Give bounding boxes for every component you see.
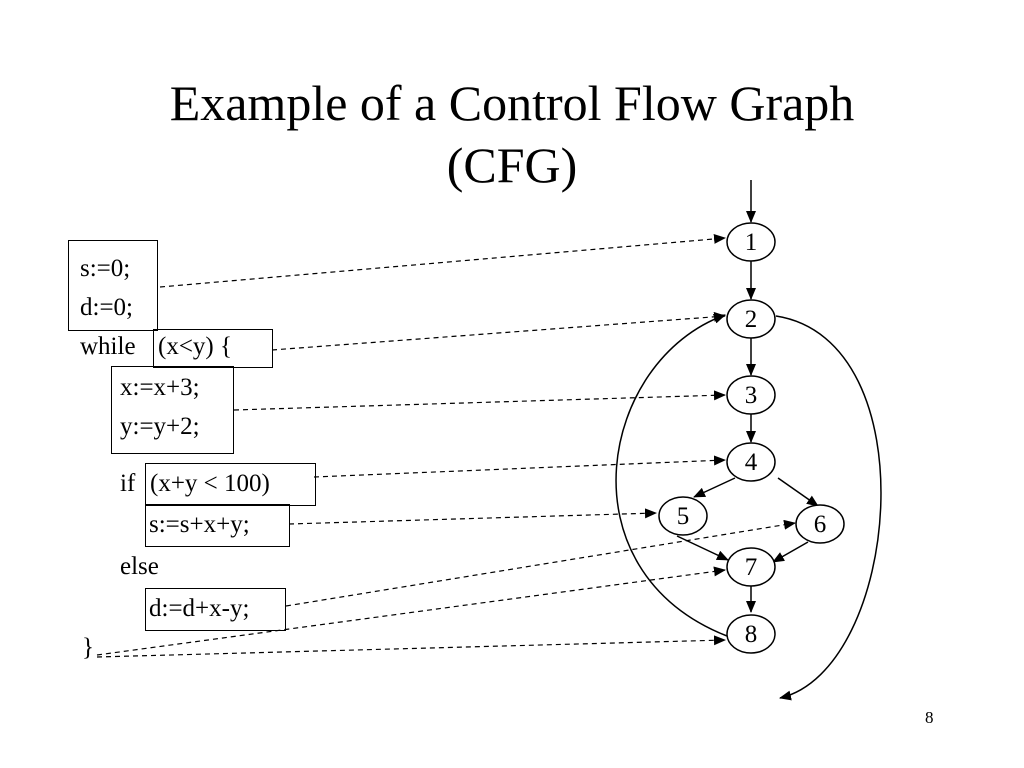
- cfg-node-4: [726, 442, 776, 482]
- cfg-node-8: [726, 614, 776, 654]
- cfg-node-8-label: 8: [745, 621, 758, 648]
- cfg-node-2: [726, 299, 776, 339]
- cfg-node-3: [726, 375, 776, 415]
- code-closing-brace: }: [82, 634, 94, 661]
- cfg-node-7-label: 7: [745, 554, 758, 581]
- while-condition-box: [153, 329, 273, 368]
- edge-5-7: [676, 535, 729, 561]
- mapping-brace-to-node-7: [96, 566, 726, 656]
- code-x-update: x:=x+3;: [120, 374, 200, 401]
- loop-body-assignments-box: [111, 366, 234, 454]
- then-branch-box: [145, 504, 290, 547]
- code-y-update: y:=y+2;: [120, 413, 200, 440]
- cfg-node-6: [795, 504, 845, 544]
- code-else-keyword: else: [120, 553, 159, 580]
- code-s-update: s:=s+x+y;: [149, 511, 250, 538]
- edge-4-5: [693, 477, 736, 498]
- cfg-node-5: [658, 496, 708, 536]
- cfg-node-7: [726, 547, 776, 587]
- code-while-keyword: while: [80, 333, 136, 360]
- mapping-assignments-to-node-3: [233, 390, 726, 411]
- slide-title: Example of a Control Flow Graph (CFG): [0, 72, 1024, 196]
- code-d-init: d:=0;: [80, 294, 133, 321]
- init-statements-box: [68, 240, 158, 331]
- cfg-node-3-label: 3: [745, 382, 758, 409]
- cfg-node-6-label: 6: [814, 511, 827, 538]
- edge-8-2-loop-back: [615, 314, 728, 637]
- code-s-init: s:=0;: [80, 255, 131, 282]
- edge-4-6: [777, 477, 819, 507]
- cfg-node-1-label: 1: [745, 229, 758, 256]
- code-if-condition: (x+y < 100): [150, 470, 270, 497]
- mapping-while-to-node-2: [271, 311, 726, 351]
- slide-title-line-2: (CFG): [446, 137, 578, 193]
- if-condition-box: [145, 463, 316, 506]
- mapping-if-to-node-4: [313, 455, 726, 478]
- mapping-init-to-node-1: [159, 233, 726, 288]
- slide-title-line-1: Example of a Control Flow Graph: [169, 75, 855, 131]
- edge-2-exit: [775, 315, 882, 701]
- edge-6-7: [772, 541, 809, 563]
- code-if-keyword: if: [120, 470, 136, 497]
- mapping-brace-to-node-8: [96, 635, 726, 658]
- code-while-condition: (x<y) {: [158, 333, 232, 360]
- mapping-then-to-node-5: [288, 508, 657, 525]
- cfg-node-5-label: 5: [677, 503, 690, 530]
- else-branch-box: [145, 588, 286, 631]
- cfg-node-2-label: 2: [745, 306, 758, 333]
- cfg-node-4-label: 4: [745, 449, 758, 476]
- cfg-node-1: [726, 222, 776, 262]
- mapping-else-to-node-6: [285, 519, 796, 607]
- code-d-update: d:=d+x-y;: [149, 595, 250, 622]
- page-number: 8: [925, 708, 934, 727]
